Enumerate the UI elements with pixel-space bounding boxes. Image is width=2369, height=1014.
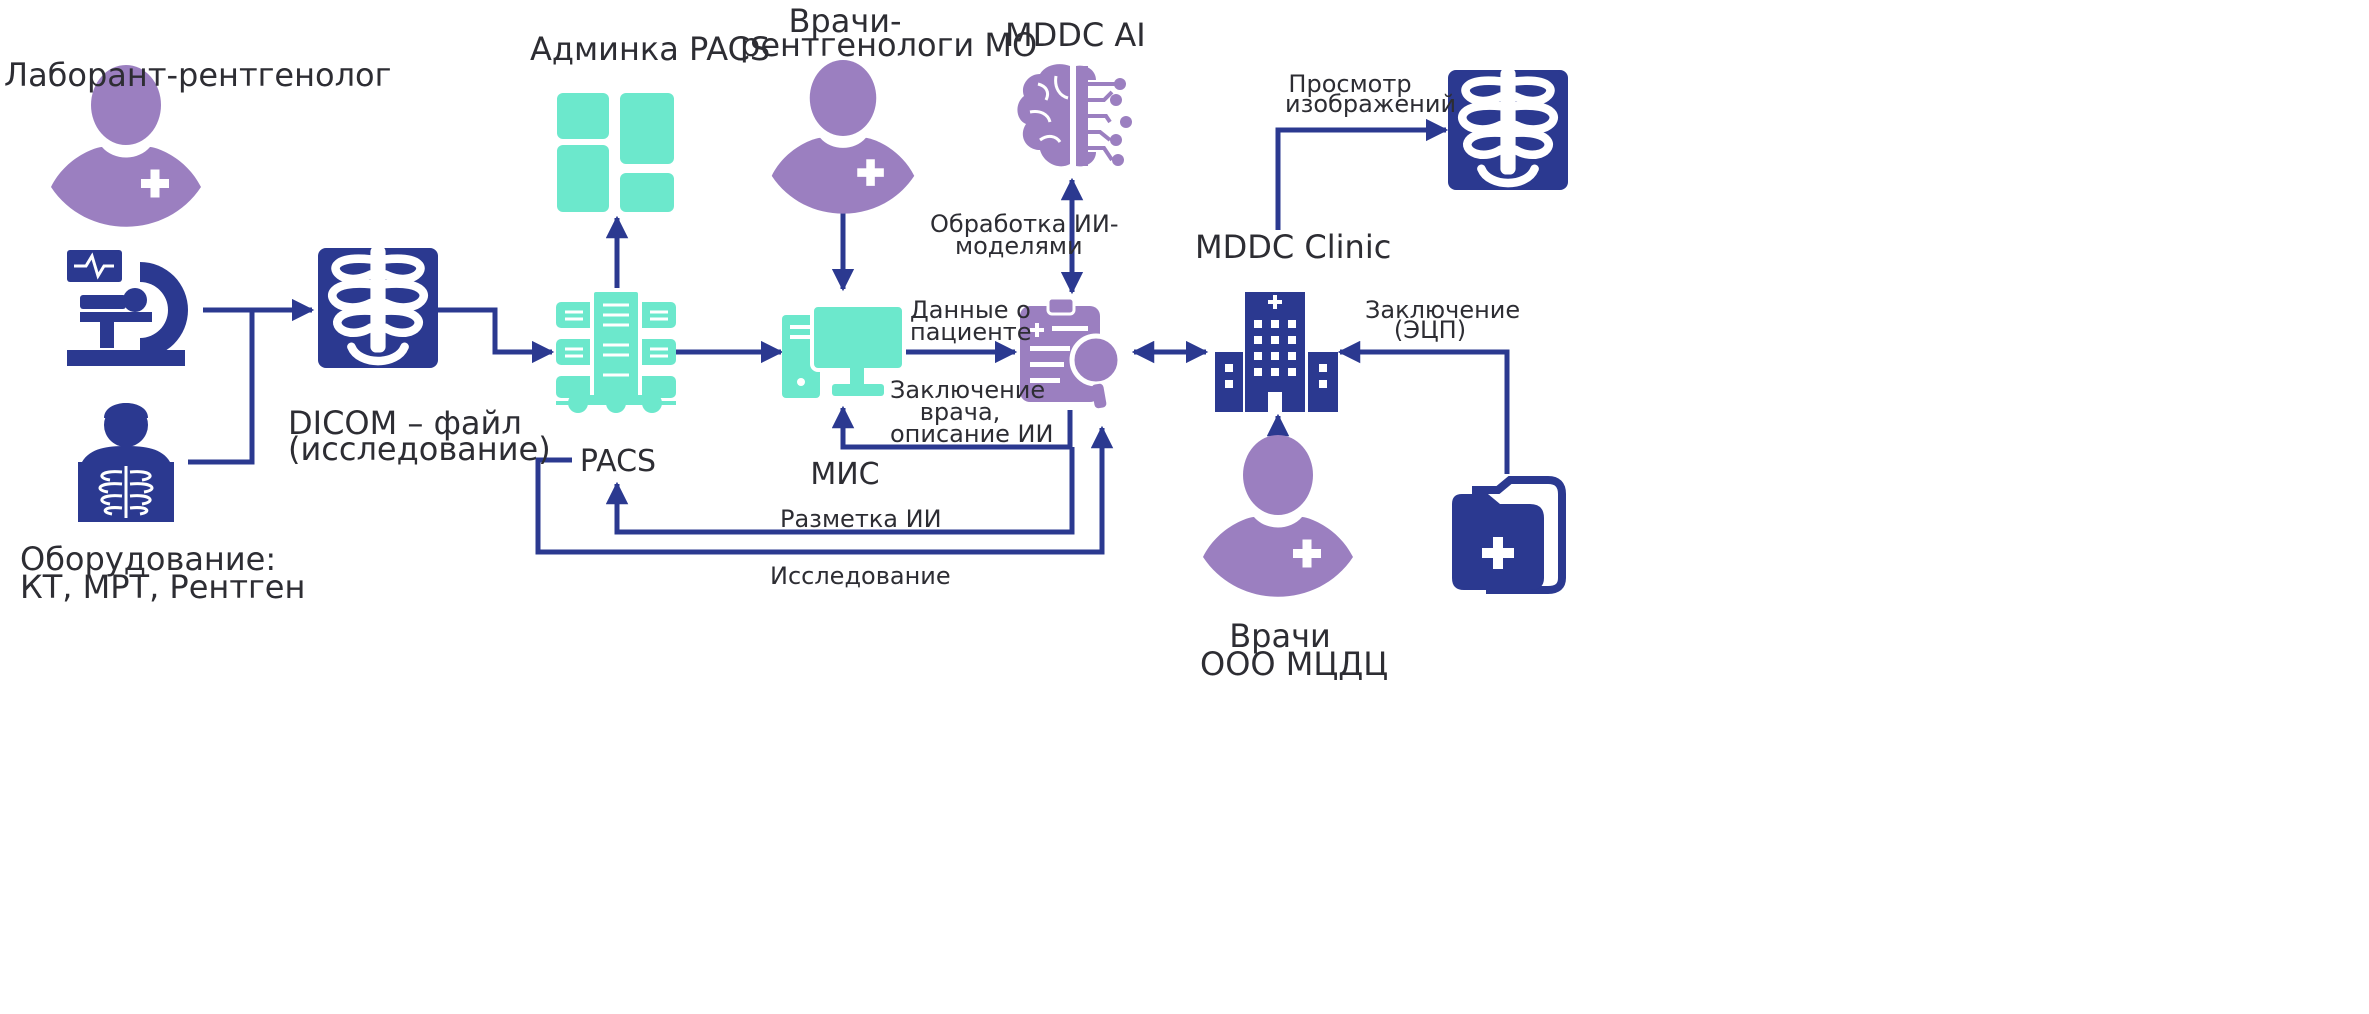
ecp-label-line2: (ЭЦП) <box>1393 316 1467 344</box>
mis-desktop-computer-icon <box>782 303 906 398</box>
edge-study <box>535 425 1114 555</box>
admin-pacs-label: Админка PACS <box>530 30 771 68</box>
mddc-ai-label: MDDC AI <box>1005 16 1146 54</box>
edge-clinic-to-viewer <box>1275 118 1449 230</box>
edge-report-to-mis <box>831 405 1073 450</box>
image-view-label-line2: изображений <box>1285 90 1457 118</box>
doctors-mo-doctor-avatar-icon <box>771 59 915 214</box>
xray-person-icon <box>78 403 174 522</box>
mis-label: МИС <box>810 457 880 492</box>
edge-dicom-to-pacs <box>438 307 555 364</box>
doctors-mo-label-line2: рентгенологи МО <box>740 26 1038 64</box>
lab-tech-label: Лаборант-рентгенолог <box>4 56 392 94</box>
mddc-clinic-label: MDDC Clinic <box>1195 228 1392 266</box>
hospital-building-icon <box>1215 292 1338 412</box>
dicom-label-line2: (исследование) <box>288 430 551 468</box>
patient-data-label-line2: пациенте <box>910 318 1032 346</box>
equipment-label-line1: Оборудование: <box>20 540 277 578</box>
ecp-label-line1: Заключение <box>1365 296 1521 324</box>
edge-markup-ai <box>605 447 1075 535</box>
mddc-ai-brain-icon <box>1017 64 1132 167</box>
doctors-mo-label-line1: Врачи- <box>788 2 902 40</box>
ai-processing-label-line1: Обработка ИИ- <box>930 210 1119 238</box>
edge-records-to-clinic <box>1337 340 1510 474</box>
dashboard-grid-icon <box>557 93 674 212</box>
image-view-label-line1: Просмотр <box>1288 70 1412 98</box>
patient-data-label-line1: Данные о <box>910 296 1031 324</box>
clipboard-search-icon <box>1020 296 1123 409</box>
doctors-ooo-doctor-avatar-icon <box>1203 435 1353 597</box>
pacs-label: PACS <box>579 444 657 479</box>
doctors-ooo-label-line1: Врачи <box>1229 617 1331 655</box>
dicom-ribcage-xray-icon <box>318 246 438 368</box>
medical-folder-icon <box>1452 476 1566 594</box>
ct-scanner-icon <box>67 250 188 366</box>
conclusion-label-line3: описание ИИ <box>890 420 1054 448</box>
conclusion-label-line1: Заключение <box>890 376 1046 404</box>
doctors-ooo-label-line2: ООО МЦДЦ <box>1200 645 1389 683</box>
pacs-server-rack-icon <box>556 288 676 413</box>
equipment-label-line2: КТ, МРТ, Рентген <box>20 568 306 606</box>
conclusion-label-line2: врача, <box>919 398 1001 426</box>
markup-ai-label: Разметка ИИ <box>780 505 942 533</box>
ai-processing-label-line2: моделями <box>955 232 1083 260</box>
image-viewer-ribcage-xray-icon <box>1448 68 1568 190</box>
edge-xray-to-dicom <box>188 310 255 465</box>
study-label: Исследование <box>770 562 951 590</box>
